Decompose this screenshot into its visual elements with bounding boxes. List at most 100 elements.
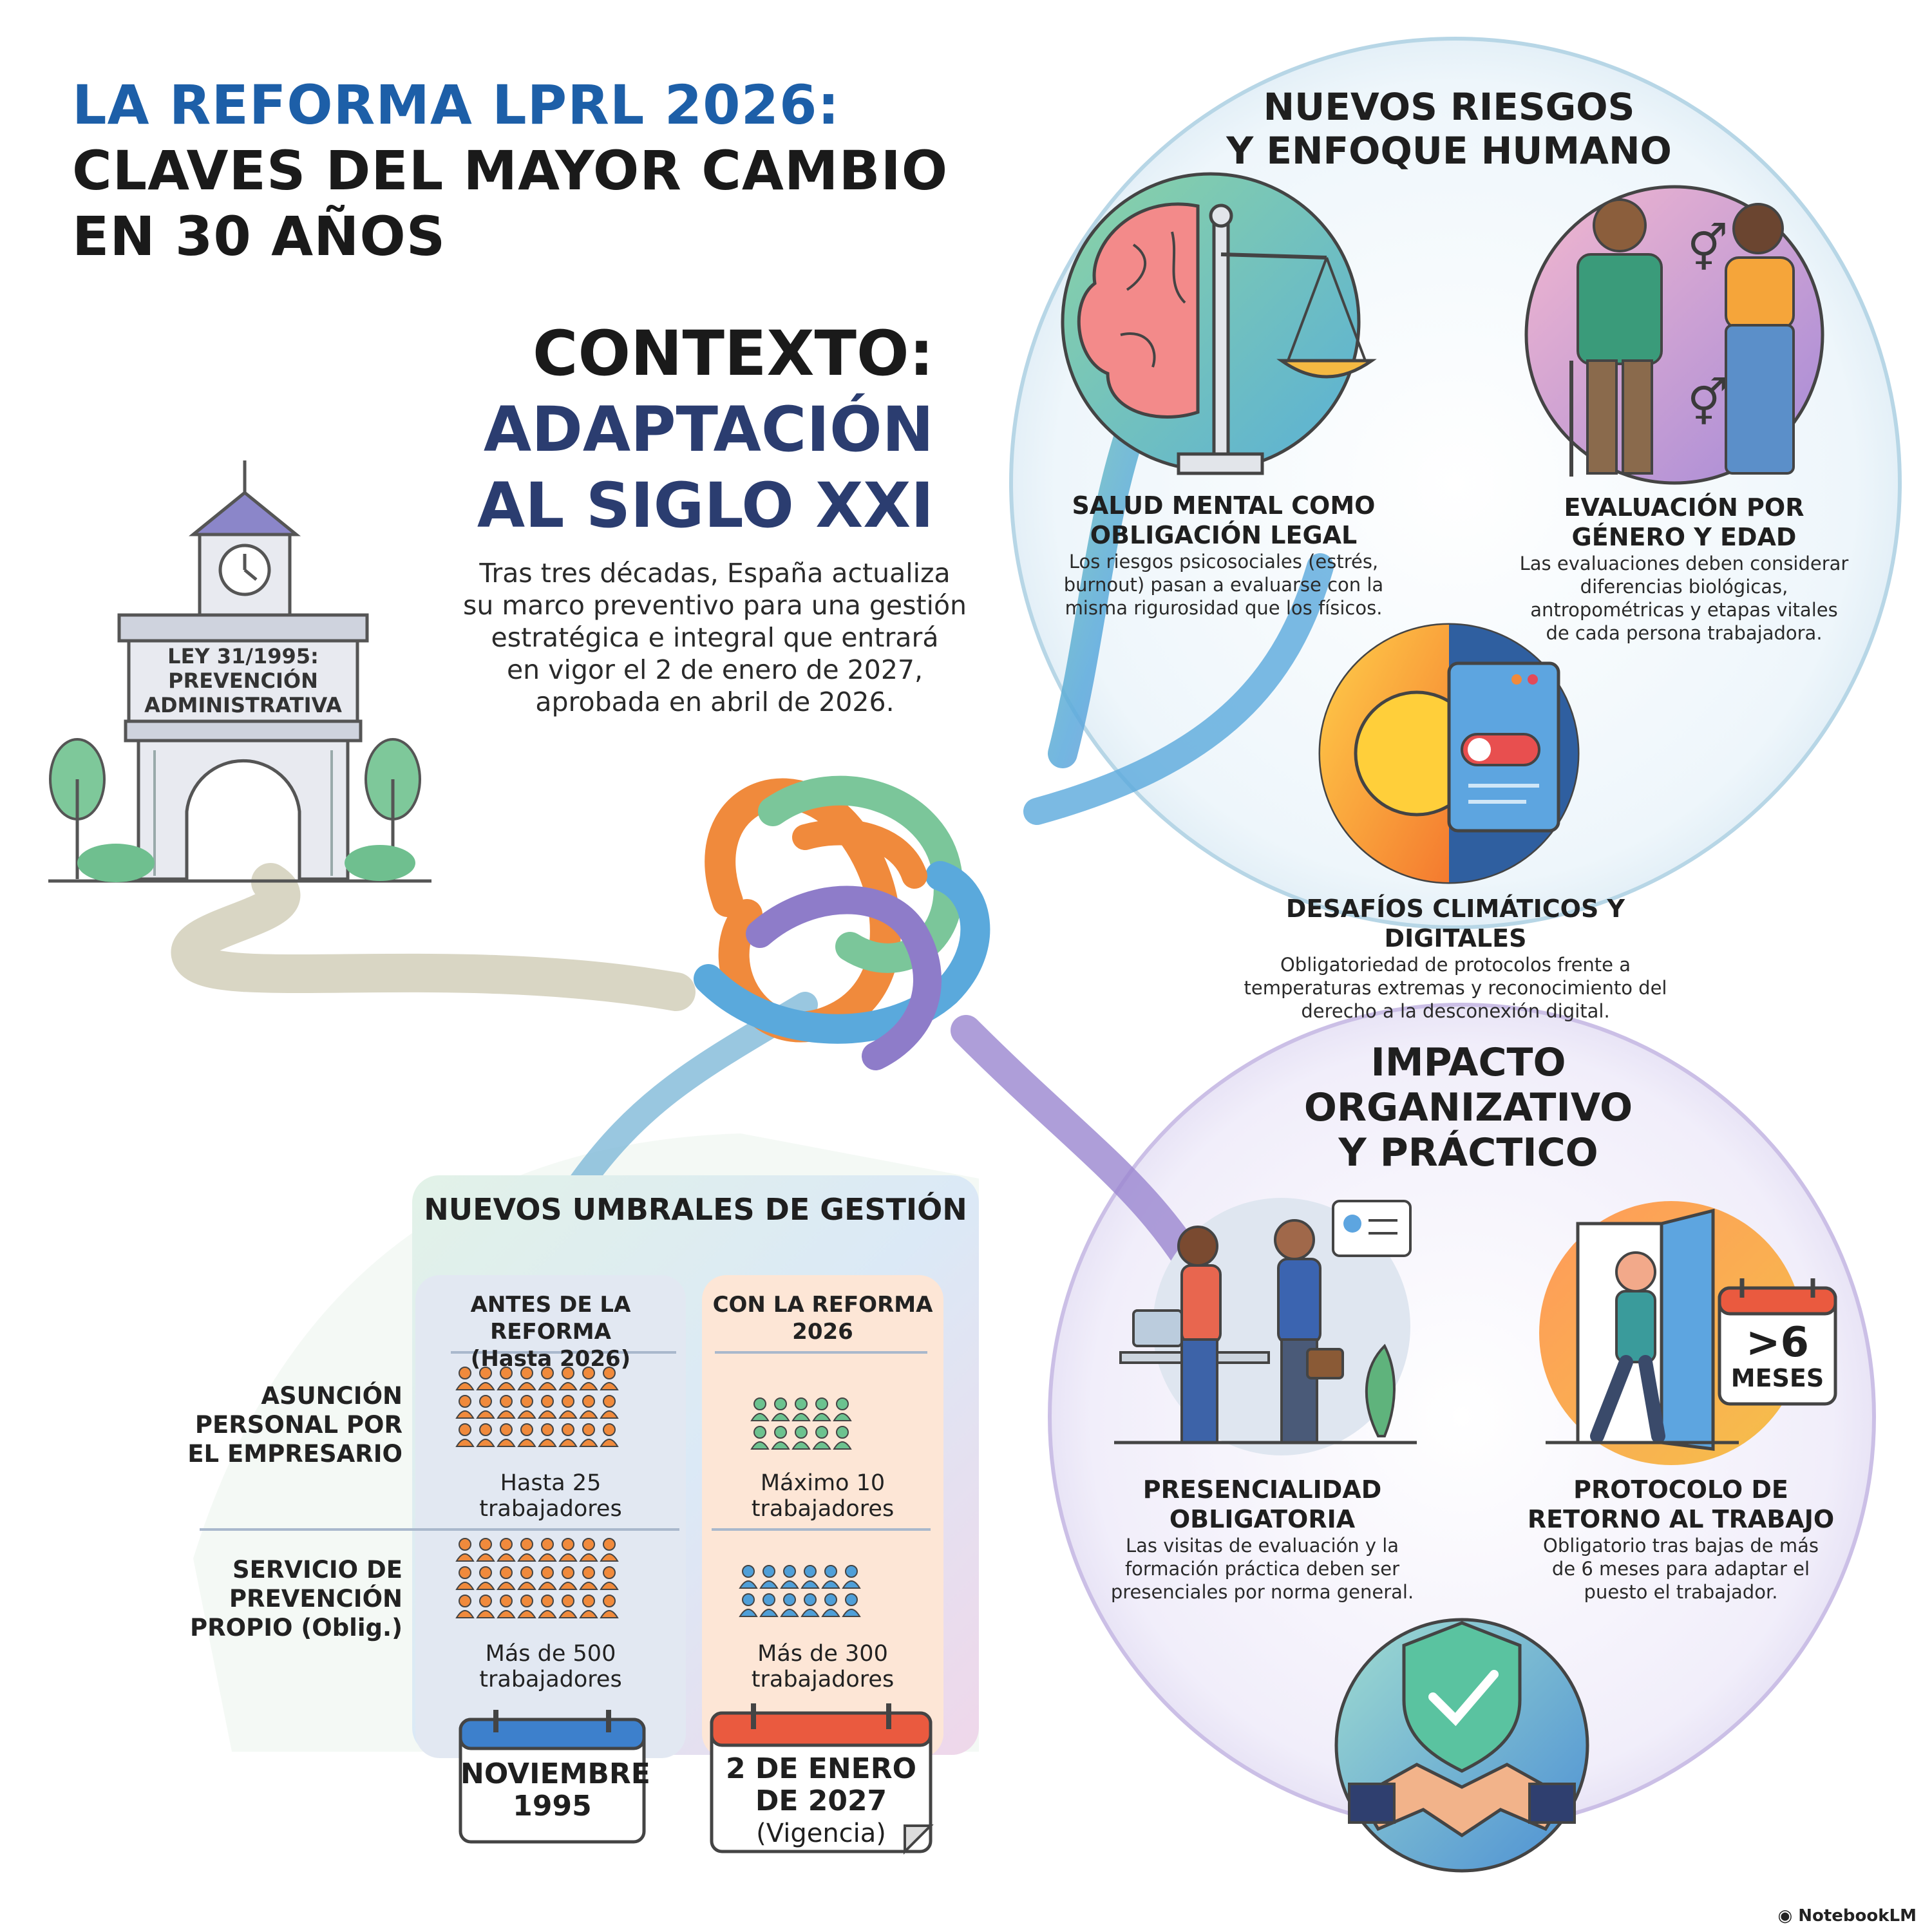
risk-item-text: misma rigurosidad que los físicos. xyxy=(1065,597,1383,619)
context-title-line-2: ADAPTACIÓN xyxy=(483,393,934,466)
risk-item-text: Los riesgos psicosociales (estrés, xyxy=(1068,551,1379,573)
risk-item-title: SALUD MENTAL COMO xyxy=(1072,491,1376,520)
context-title-line-3: AL SIGLO XXI xyxy=(477,469,934,542)
person-icon xyxy=(476,1538,495,1562)
impact-item-return: PROTOCOLO DE RETORNO AL TRABAJO Obligato… xyxy=(1520,1475,1842,1604)
risk-item-title: EVALUACIÓN POR xyxy=(1564,493,1804,522)
person-icon xyxy=(600,1538,619,1562)
person-icon xyxy=(791,1426,811,1450)
person-icon xyxy=(558,1595,578,1618)
person-icon xyxy=(538,1595,557,1618)
person-icon xyxy=(476,1423,495,1447)
person-icon xyxy=(739,1565,758,1589)
impact-title-line: Y PRÁCTICO xyxy=(1338,1130,1598,1175)
context-text: Tras tres décadas, España actualiza su m… xyxy=(451,557,979,718)
cell-line: Máximo 10 xyxy=(760,1470,886,1496)
person-icon xyxy=(558,1566,578,1590)
person-icon xyxy=(579,1595,598,1618)
person-icon xyxy=(538,1367,557,1390)
calendar-2027-label: 2 DE ENERO DE 2027 (Vigencia) xyxy=(712,1753,931,1850)
return-calendar-value: >6 xyxy=(1745,1319,1810,1367)
title-line-3: EN 30 AÑOS xyxy=(72,205,446,268)
risk-item-text: diferencias biológicas, xyxy=(1580,576,1788,598)
person-icon xyxy=(558,1423,578,1447)
title-line-1: LA REFORMA LPRL 2026: xyxy=(72,73,840,137)
person-icon xyxy=(600,1367,619,1390)
person-icon xyxy=(497,1595,516,1618)
shield-check-handshake-icon xyxy=(1334,1618,1589,1873)
handshake-office-icon xyxy=(1114,1198,1417,1455)
person-icon xyxy=(517,1395,536,1419)
impact-item-title: PROTOCOLO DE xyxy=(1573,1475,1788,1504)
page-title: LA REFORMA LPRL 2026: CLAVES DEL MAYOR C… xyxy=(72,72,974,269)
impact-title-line: ORGANIZATIVO xyxy=(1303,1085,1633,1130)
person-icon xyxy=(476,1566,495,1590)
impact-title-line: IMPACTO xyxy=(1370,1040,1566,1085)
row-label-line: PREVENCIÓN xyxy=(229,1585,402,1613)
risk-item-text: derecho a la desconexión digital. xyxy=(1301,1000,1610,1022)
person-icon xyxy=(558,1367,578,1390)
door-return-icon xyxy=(1539,1201,1837,1465)
person-icon xyxy=(455,1566,475,1590)
person-icon xyxy=(842,1593,861,1617)
person-icon xyxy=(600,1395,619,1419)
cell-before-row2: Más de 500 trabajadores xyxy=(415,1641,686,1692)
person-icon xyxy=(791,1397,811,1421)
svg-text:⚥: ⚥ xyxy=(1687,222,1728,275)
col-header-line: CON LA REFORMA xyxy=(712,1292,933,1318)
return-calendar-unit: MESES xyxy=(1730,1364,1824,1392)
calendar-line: (Vigencia) xyxy=(756,1819,886,1848)
knot-icon xyxy=(694,775,990,1070)
person-icon xyxy=(517,1423,536,1447)
risks-title: NUEVOS RIESGOS Y ENFOQUE HUMANO xyxy=(1191,85,1707,173)
person-icon xyxy=(842,1565,861,1589)
person-icon xyxy=(579,1367,598,1390)
risk-item-text: antropométricas y etapas vitales xyxy=(1530,599,1838,621)
person-icon xyxy=(780,1565,799,1589)
row-label-line: PROPIO (Oblig.) xyxy=(190,1614,402,1642)
risk-item-text: temperaturas extremas y reconocimiento d… xyxy=(1244,977,1667,999)
impact-item-text: Obligatorio tras bajas de más xyxy=(1543,1535,1819,1557)
risk-item-title: GÉNERO Y EDAD xyxy=(1571,523,1797,551)
calendar-line: 1995 xyxy=(513,1790,592,1823)
context-text-line: aprobada en abril de 2026. xyxy=(535,687,895,717)
person-icon xyxy=(455,1538,475,1562)
svg-text:⚥: ⚥ xyxy=(1687,377,1728,430)
impact-item-title: OBLIGATORIA xyxy=(1169,1505,1356,1533)
impact-item-text: formación práctica deben ser xyxy=(1124,1558,1400,1580)
person-icon xyxy=(497,1538,516,1562)
person-icon xyxy=(771,1397,790,1421)
risks-title-line: NUEVOS RIESGOS xyxy=(1263,85,1635,129)
person-icon xyxy=(821,1593,840,1617)
person-icon xyxy=(759,1565,779,1589)
return-calendar-label: >6 MESES xyxy=(1719,1321,1835,1392)
building-sign-line: LEY 31/1995: xyxy=(167,644,319,668)
thresholds-title: NUEVOS UMBRALES DE GESTIÓN xyxy=(424,1192,967,1227)
cell-line: trabajadores xyxy=(479,1496,622,1522)
person-icon xyxy=(455,1395,475,1419)
person-icon xyxy=(497,1367,516,1390)
context-text-line: estratégica e integral que entrará xyxy=(491,622,939,653)
people-gender-icon: ⚥ ⚥ xyxy=(1524,185,1824,485)
risk-item-climate-digital: DESAFÍOS CLIMÁTICOS Y DIGITALES Obligato… xyxy=(1211,894,1700,1023)
person-icon xyxy=(517,1538,536,1562)
person-icon xyxy=(476,1595,495,1618)
row-label-line: PERSONAL POR xyxy=(194,1411,402,1439)
person-icon xyxy=(821,1565,840,1589)
col-header-line: 2026 xyxy=(792,1319,853,1345)
person-icon xyxy=(517,1367,536,1390)
person-icon xyxy=(750,1426,770,1450)
worker-group-icons xyxy=(455,1367,861,1618)
risk-item-title: DESAFÍOS CLIMÁTICOS Y DIGITALES xyxy=(1285,895,1625,952)
person-icon xyxy=(538,1566,557,1590)
person-icon xyxy=(812,1397,831,1421)
title-line-2: CLAVES DEL MAYOR CAMBIO xyxy=(72,139,949,202)
building-sign-line: PREVENCIÓN xyxy=(168,668,318,693)
impact-item-text: puesto el trabajador. xyxy=(1584,1581,1778,1603)
person-icon xyxy=(517,1595,536,1618)
calendar-1995-label: NOVIEMBRE 1995 xyxy=(460,1758,650,1823)
row-label-line: ASUNCIÓN xyxy=(261,1382,402,1410)
cell-line: trabajadores xyxy=(479,1667,622,1692)
context-text-line: Tras tres décadas, España actualiza xyxy=(479,558,951,589)
